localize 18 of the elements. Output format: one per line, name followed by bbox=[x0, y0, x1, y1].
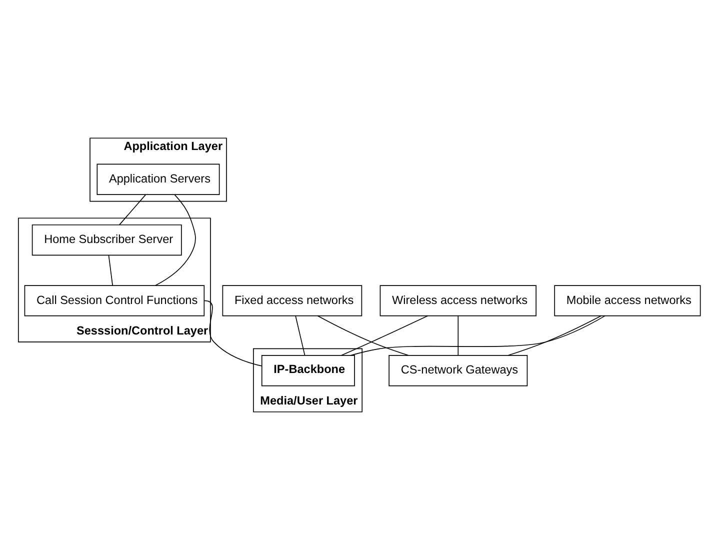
node-box: Home Subscriber Server bbox=[32, 224, 182, 256]
connector bbox=[295, 316, 306, 356]
connector bbox=[458, 316, 459, 356]
connector bbox=[204, 300, 262, 366]
connector bbox=[108, 255, 113, 286]
node-box: CS-network Gateways bbox=[388, 355, 528, 386]
node-box: IP-Backbone bbox=[261, 355, 355, 386]
connector bbox=[350, 316, 606, 356]
connector bbox=[340, 316, 428, 356]
node-box: Wireless access networks bbox=[380, 285, 536, 316]
node-box: Mobile access networks bbox=[554, 285, 701, 316]
connector bbox=[317, 316, 409, 356]
connector bbox=[119, 194, 146, 226]
connector bbox=[154, 194, 196, 286]
node-box: Call Session Control Functions bbox=[24, 285, 205, 316]
node-box: Application Servers bbox=[96, 164, 220, 195]
connector bbox=[508, 315, 602, 356]
node-box: Fixed access networks bbox=[222, 285, 362, 316]
